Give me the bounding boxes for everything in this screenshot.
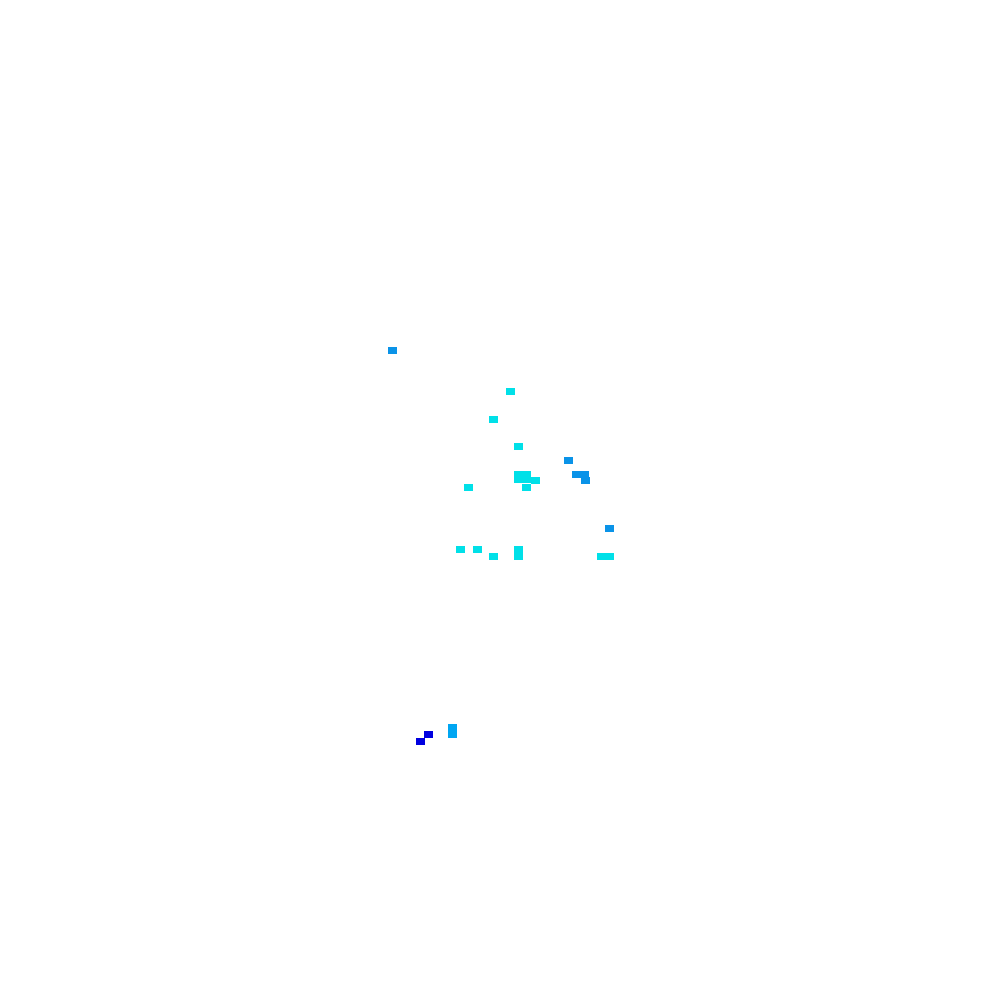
heat-cell [581, 477, 590, 484]
heat-cell [597, 553, 614, 560]
heat-cell [514, 546, 523, 560]
heat-cell [531, 477, 540, 484]
heat-cell [489, 553, 498, 560]
heat-cell [464, 484, 473, 491]
heat-cell [605, 525, 614, 532]
heat-cell [448, 724, 457, 738]
heat-cell [424, 731, 433, 738]
heat-cell [489, 416, 498, 423]
heat-cell [388, 347, 397, 354]
heat-cell [564, 457, 573, 464]
heat-cell [416, 738, 425, 745]
heat-cell [506, 388, 515, 395]
heat-cell [522, 484, 531, 491]
heat-cell [514, 443, 523, 450]
heat-cell [514, 471, 531, 483]
heat-cell [456, 546, 465, 553]
heat-cell [473, 546, 482, 553]
heat-cell [572, 471, 589, 478]
